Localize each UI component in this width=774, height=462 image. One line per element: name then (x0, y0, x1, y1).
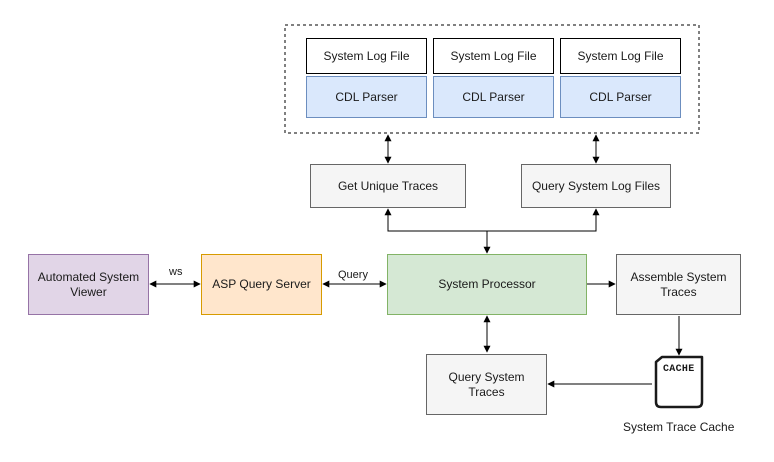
get-unique-traces-node: Get Unique Traces (310, 164, 466, 208)
system-log-file-1: System Log File (306, 38, 427, 74)
edge-get-unique-traces-processor (384, 208, 491, 254)
cdl-parser-1: CDL Parser (306, 76, 427, 118)
cdl-parser-2: CDL Parser (433, 76, 554, 118)
system-log-file-2: System Log File (433, 38, 554, 74)
system-processor-node: System Processor (387, 254, 587, 315)
system-log-file-3: System Log File (560, 38, 681, 74)
edge-query-log-files-processor (487, 208, 600, 232)
cache-icon-text: CACHE (663, 364, 695, 375)
query-edge-label: Query (338, 269, 368, 281)
cdl-parser-3: CDL Parser (560, 76, 681, 118)
cache-icon (654, 355, 704, 409)
ws-edge-label: ws (169, 266, 183, 278)
automated-system-viewer-node: Automated System Viewer (28, 254, 149, 315)
log-sources-group (284, 24, 700, 134)
asp-query-server-node: ASP Query Server (201, 254, 322, 315)
query-system-log-files-node: Query System Log Files (521, 164, 671, 208)
system-trace-cache-caption: System Trace Cache (623, 420, 735, 434)
query-system-traces-node: Query System Traces (426, 354, 547, 415)
assemble-system-traces-node: Assemble System Traces (616, 254, 741, 315)
